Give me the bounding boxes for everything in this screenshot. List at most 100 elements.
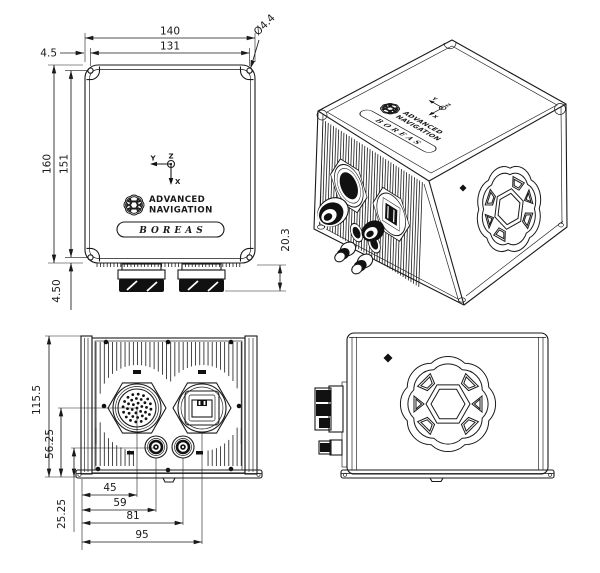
top-connector-left [117, 263, 166, 292]
flower-triangle [385, 106, 387, 107]
front-view-dimensions: 115.5 56.25 25.25 45 59 81 95 [31, 335, 203, 550]
pin [134, 420, 138, 424]
top-connector-right [177, 263, 226, 292]
iso-top-face-inner-edge [326, 45, 558, 174]
pin [126, 395, 130, 399]
fin-serration [97, 264, 240, 268]
pin [129, 419, 132, 422]
flower-trapezoid [137, 208, 139, 210]
flower-trapezoid [510, 172, 525, 193]
mounting-holes [86, 66, 254, 262]
pin [132, 403, 135, 406]
axis-z-label: Z [443, 103, 452, 108]
pin [149, 402, 152, 406]
pin [144, 410, 147, 414]
product-badge [116, 221, 225, 238]
orientation-diamond-mark [383, 353, 393, 363]
pin [143, 401, 147, 405]
flower-trapezoid [482, 188, 497, 209]
flower-ring [467, 151, 551, 267]
flower-hex [130, 202, 137, 208]
flower-trapezoid [461, 417, 478, 434]
fin [414, 179, 418, 284]
dim-hole-diameter: Ø4.4 [252, 12, 278, 38]
flower-trapezoid [513, 176, 523, 190]
flower-triangle [472, 396, 482, 412]
pin [134, 411, 138, 415]
dim-hole-span-width: 131 [160, 41, 180, 53]
dim-main-connector-offset: 45 [103, 482, 116, 494]
iso-gear-logo-icon [377, 101, 404, 116]
iso-top-face: Y Z X ADVANCED NAVIGATION BOREAS [359, 97, 452, 153]
iso-diamond-mark [459, 184, 467, 192]
enclosure-outline [84, 64, 256, 264]
flower-triangle [475, 399, 481, 409]
flower-trapezoid [461, 374, 478, 391]
pin [145, 406, 148, 409]
pin [131, 415, 135, 418]
iso-axis-indicator: Y Z X [428, 97, 452, 120]
top-view-dimensions: 140 131 4.5 160 151 4.50 20.3 Ø4.4 [40, 12, 292, 310]
pin [146, 397, 150, 401]
iso-corner-notch [443, 42, 457, 50]
flower-trapezoid [421, 420, 432, 431]
heatsink-fins-bottom [96, 422, 241, 466]
pin [136, 392, 140, 396]
fin [408, 176, 412, 281]
flower-triangle [523, 190, 533, 207]
flower-trapezoid [418, 374, 435, 391]
heatsink-fins-top [96, 342, 241, 444]
isometric-view: Y Z X ADVANCED NAVIGATION BOREAS [313, 39, 568, 306]
ethernet-connector [172, 382, 232, 434]
flower-ring [377, 101, 404, 116]
flower-triangle [414, 396, 424, 412]
axis-z-label: Z [168, 153, 173, 161]
pin [144, 417, 148, 421]
flower-ring [400, 356, 495, 451]
axis-y-label: Y [149, 155, 156, 163]
pin [149, 407, 153, 411]
pin [140, 414, 144, 418]
side-view [314, 332, 555, 483]
flower-hex [386, 106, 395, 111]
flower-trapezoid [523, 213, 533, 227]
flower-trapezoid [493, 225, 508, 246]
pin [122, 410, 125, 414]
flower-trapezoid [128, 199, 130, 201]
flower-ring [408, 364, 488, 444]
pin [121, 405, 125, 409]
pin [139, 420, 143, 423]
pin [127, 402, 130, 406]
fin [411, 177, 415, 282]
dim-hole-span-height: 151 [59, 154, 71, 174]
antenna-connector-2 [171, 435, 195, 459]
pin [123, 400, 126, 403]
pin [148, 413, 151, 416]
side-plate-left [80, 335, 93, 475]
flower-hex [431, 389, 465, 418]
pin [127, 411, 131, 415]
flower-triangle [416, 399, 422, 409]
flower-hex [426, 385, 470, 423]
dim-connector-protrusion: 20.3 [280, 228, 292, 251]
axis-x-label: X [175, 178, 181, 186]
pin [124, 415, 128, 419]
side-mounting-plate [340, 469, 555, 479]
flower-triangle [127, 204, 128, 206]
flower-trapezoid [495, 228, 505, 242]
axis-y-label: Y [429, 97, 439, 102]
dim-antenna1-offset: 59 [113, 497, 126, 509]
flower-ring [124, 195, 144, 215]
connector-label-marks [127, 370, 206, 455]
pin [130, 398, 134, 402]
flower-triangle [525, 193, 531, 204]
side-body-outline [346, 332, 549, 475]
iso-connector-barrels [317, 197, 385, 275]
flower-triangle [140, 204, 141, 206]
front-view: 115.5 56.25 25.25 45 59 81 95 [31, 335, 263, 550]
pin [142, 394, 145, 397]
pin [131, 393, 135, 396]
flower-trapezoid [418, 417, 435, 434]
